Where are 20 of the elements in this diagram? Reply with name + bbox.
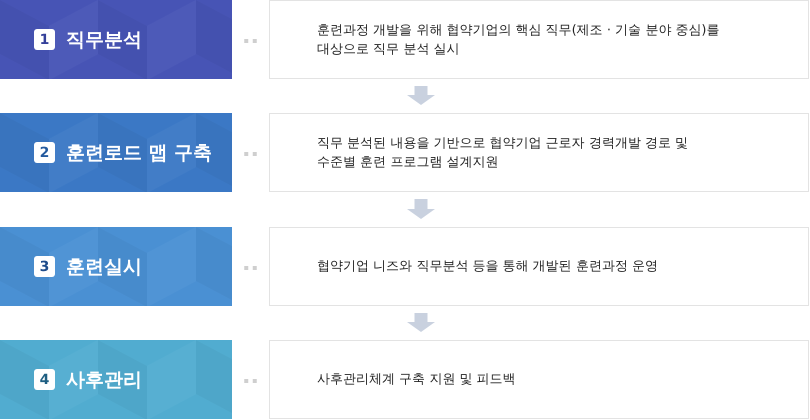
step-box [0,0,232,79]
description-text: 협약기업 니즈와 직무분석 등을 통해 개발된 훈련과정 운영 [317,258,658,276]
step-box [0,340,232,419]
step-title: 훈련로드 맵 구축 [66,140,212,166]
description-text: 사후관리체계 구축 지원 및 피드백 [317,371,516,389]
description-box [269,227,809,306]
description-text: 훈련과정 개발을 위해 협약기업의 핵심 직무(제조 · 기술 분야 중심)를 대상으로 직무 분석 실시 [317,22,720,58]
description-box [269,113,809,192]
step-box [0,227,232,306]
step-number-badge: 2 [34,142,55,163]
step-title: 직무분석 [66,28,142,52]
description-box [269,0,809,79]
step-number-badge: 3 [34,256,55,277]
description-text: 직무 분석된 내용을 기반으로 협약기업 근로자 경력개발 경로 및 수준별 훈련 프로그램 설계지원 [317,134,690,172]
description-box [269,340,809,419]
step-number-badge: 1 [34,29,55,50]
step-title: 사후관리 [66,368,142,392]
step-box [0,113,232,192]
step-title: 훈련실시 [66,254,142,280]
step-number-badge: 4 [34,369,55,390]
